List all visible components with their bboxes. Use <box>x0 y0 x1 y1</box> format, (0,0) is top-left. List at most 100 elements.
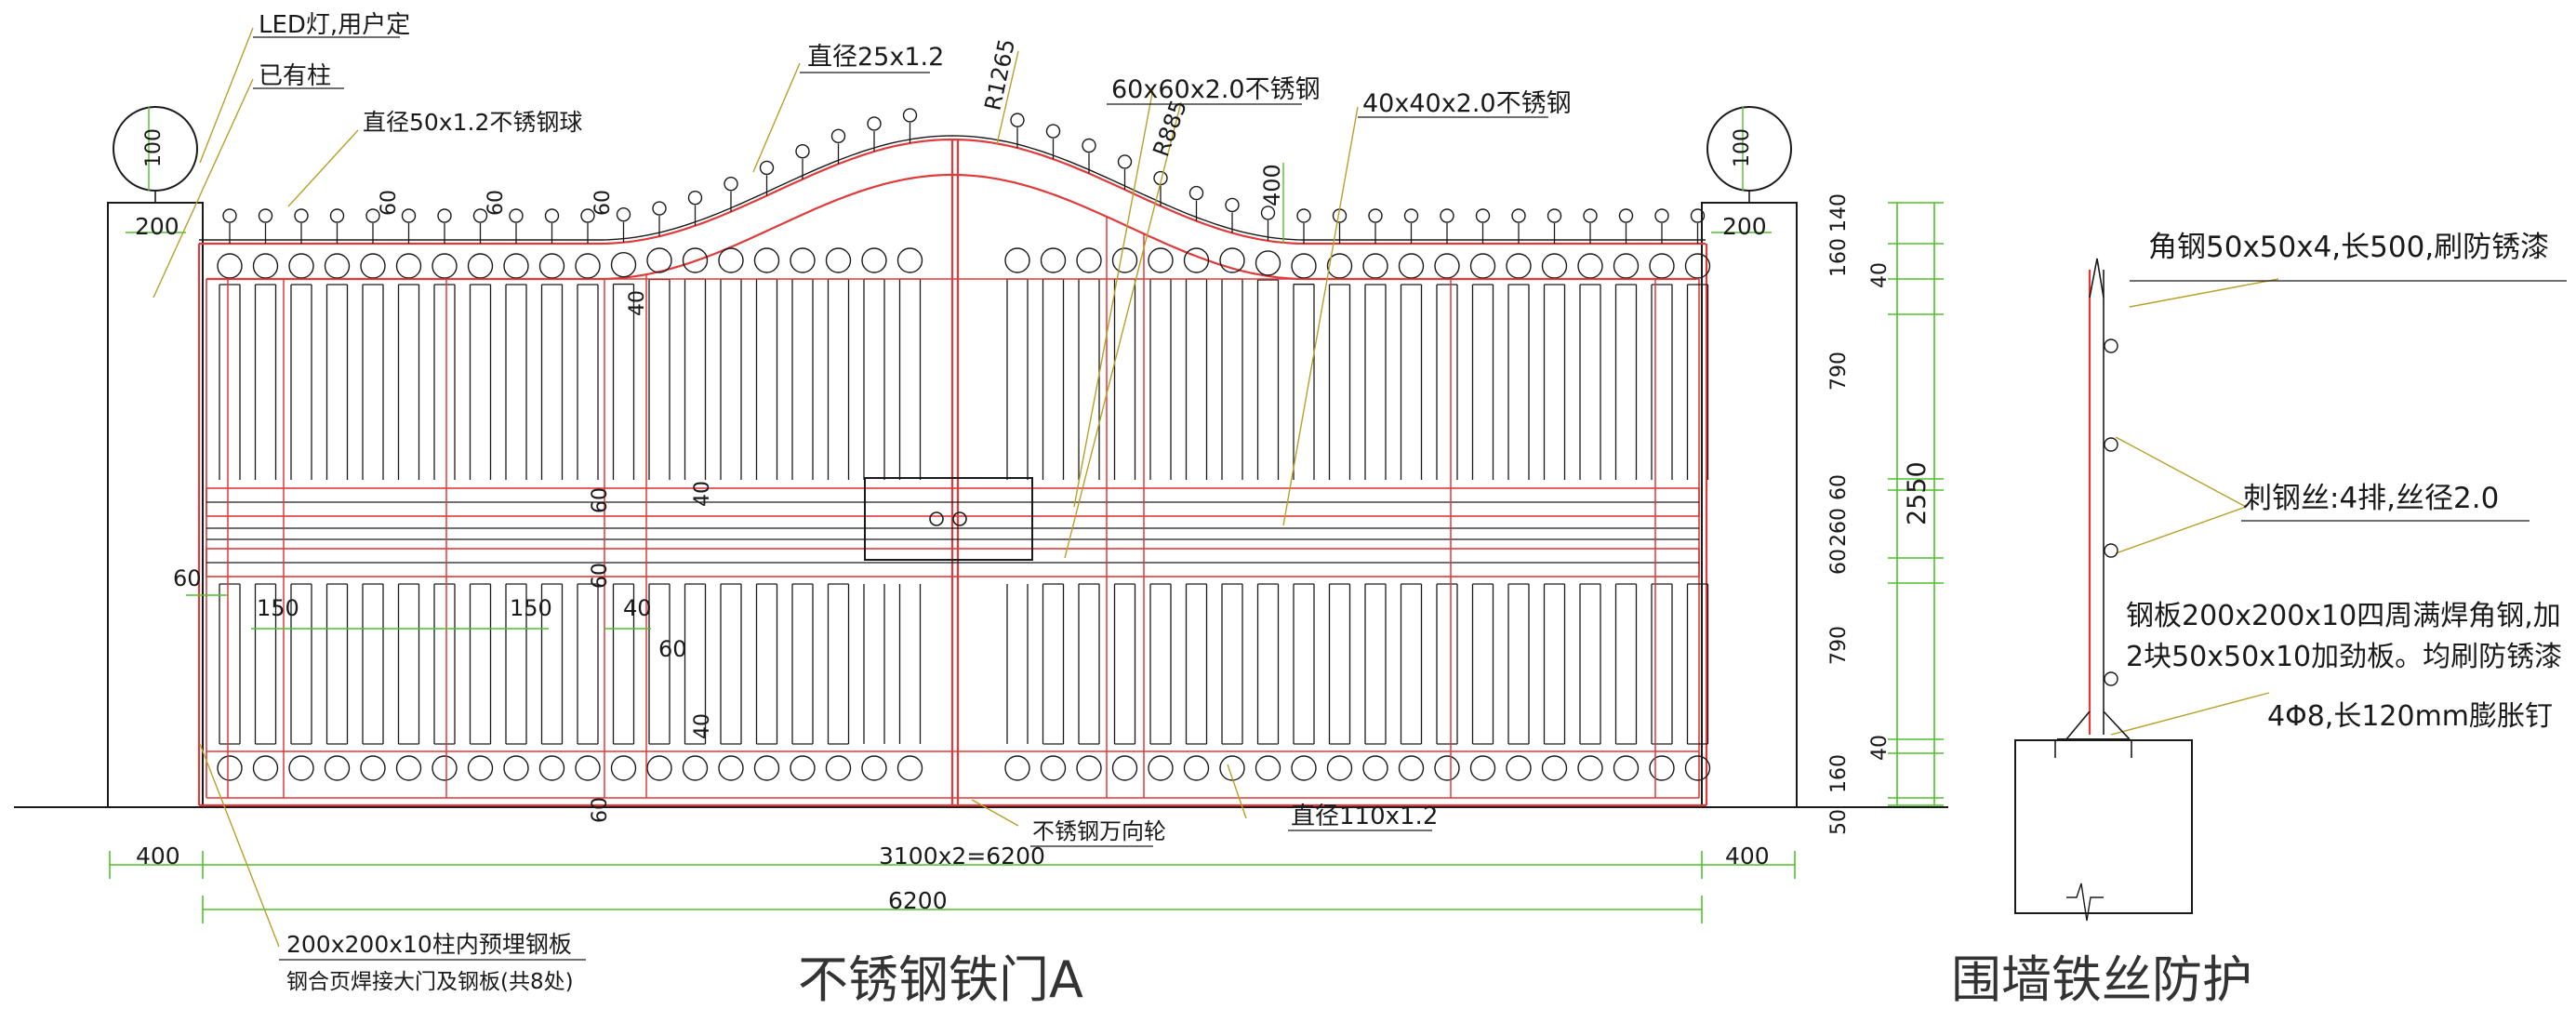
bottom-ring <box>718 755 744 781</box>
bottom-ring <box>1506 755 1532 781</box>
top-ring <box>1004 247 1030 273</box>
top-ring <box>1148 247 1174 273</box>
finial-ball <box>687 191 703 206</box>
leader-line <box>2115 506 2247 554</box>
top-ring <box>1076 247 1102 273</box>
bottom-ring <box>1255 755 1281 781</box>
label-tube-40: 40x40x2.0不锈钢 <box>1362 89 1572 118</box>
finial-ball <box>294 208 309 223</box>
bottom-ring <box>1541 755 1568 781</box>
finial-ball <box>1440 208 1454 223</box>
gate-top-rail-line <box>199 135 1706 241</box>
top-ring <box>575 253 601 279</box>
leader-line <box>996 50 1019 145</box>
bottom-ring <box>825 755 852 781</box>
finial-ball <box>1368 208 1383 223</box>
finial-ball <box>1618 208 1634 223</box>
bottom-ring <box>861 755 887 781</box>
dim-stack-790-bot: 790 <box>1827 626 1851 665</box>
top-ring <box>825 247 852 273</box>
finial-ball <box>759 160 775 176</box>
leader-line <box>1073 87 1154 508</box>
break-line <box>2066 883 2104 922</box>
finial-ball <box>1583 208 1598 223</box>
bottom-ring <box>1291 755 1317 781</box>
bottom-ring <box>1684 755 1711 781</box>
finial-ball <box>472 208 488 223</box>
dim-stack-40-bot: 40 <box>1868 735 1892 761</box>
finial-ball <box>1511 208 1526 223</box>
dim-stack-160-bot: 160 <box>1827 754 1851 793</box>
leader-line <box>199 27 254 164</box>
finial-ball <box>1082 138 1096 153</box>
dim-40-c: 40 <box>623 595 652 621</box>
finial-ball <box>1045 124 1061 139</box>
dim-top-arch: 400 <box>1259 164 1285 206</box>
top-ring <box>896 247 923 273</box>
finial-ball <box>222 208 237 223</box>
top-ring <box>718 247 744 273</box>
dim-post-right: 400 <box>1725 843 1770 870</box>
top-ring <box>1541 253 1568 279</box>
label-tube-60: 60x60x2.0不锈钢 <box>1111 75 1321 104</box>
dim-post-top-left: 200 <box>135 213 179 240</box>
dim-40-d: 40 <box>691 713 714 739</box>
top-ring <box>610 251 637 278</box>
dim-stack-50: 50 <box>1827 809 1851 835</box>
dim-stack-160-top: 160 <box>1827 238 1851 277</box>
bottom-ring <box>1649 755 1675 781</box>
top-ring <box>360 253 386 279</box>
dim-stack-40-top: 40 <box>1868 262 1892 288</box>
barbed-wire-hole <box>2104 437 2118 452</box>
top-ring <box>753 247 780 273</box>
dim-40-b: 40 <box>691 481 714 507</box>
bottom-ring <box>1362 755 1388 781</box>
dim-stack-60-bot: 60 <box>1827 549 1851 575</box>
bottom-ring <box>467 755 494 781</box>
dim-post-left: 400 <box>136 843 180 870</box>
bottom-ring <box>1148 755 1174 781</box>
top-ring <box>682 247 709 273</box>
finial-ball <box>1547 208 1562 223</box>
dim-60-e: 60 <box>589 563 612 589</box>
finial-ball <box>795 144 810 159</box>
lock-knob-right <box>952 511 967 526</box>
dim-stack-790-top: 790 <box>1827 352 1851 391</box>
top-ring <box>1219 247 1245 273</box>
finial-ball <box>1117 154 1133 169</box>
finial-ball <box>1403 208 1419 223</box>
finial-ball <box>1654 208 1669 223</box>
dim-total-height: 2550 <box>1903 461 1932 525</box>
finial-ball <box>365 208 380 223</box>
label-plate-line2: 2块50x50x10加劲板。均刷防锈漆 <box>2126 641 2562 673</box>
dim-stack-260: 260 <box>1827 508 1851 547</box>
label-caster: 不锈钢万向轮 <box>1032 818 1166 844</box>
bottom-ring <box>395 755 422 781</box>
top-ring <box>790 247 816 273</box>
top-ring <box>324 253 351 279</box>
bottom-ring <box>682 755 709 781</box>
dim-ball-right: 100 <box>1731 128 1754 167</box>
top-ring <box>252 253 279 279</box>
label-plate-2: 钢合页焊接大门及钢板(共8处) <box>286 970 574 994</box>
top-ring <box>1469 253 1496 279</box>
bottom-ring <box>610 755 637 781</box>
barbed-wire-hole <box>2104 671 2118 686</box>
leader-line <box>287 129 359 207</box>
finial-ball <box>1010 113 1025 127</box>
leader-line <box>1064 101 1182 559</box>
top-ring <box>1326 253 1353 279</box>
title-fence: 围墙铁丝防护 <box>1951 950 2252 1009</box>
label-radius-1: R1265 <box>979 36 1020 113</box>
label-existing-post: 已有柱 <box>259 62 331 90</box>
top-ring <box>1434 253 1460 279</box>
barbed-wire-hole <box>2104 339 2118 353</box>
bottom-ring <box>252 755 279 781</box>
top-ring <box>1291 253 1317 279</box>
top-ring <box>538 253 565 279</box>
leader-line <box>1282 106 1359 526</box>
bottom-ring <box>753 755 780 781</box>
label-plate-1: 200x200x10柱内预埋钢板 <box>286 931 572 958</box>
leader-line <box>2129 278 2279 308</box>
top-ring <box>1506 253 1532 279</box>
